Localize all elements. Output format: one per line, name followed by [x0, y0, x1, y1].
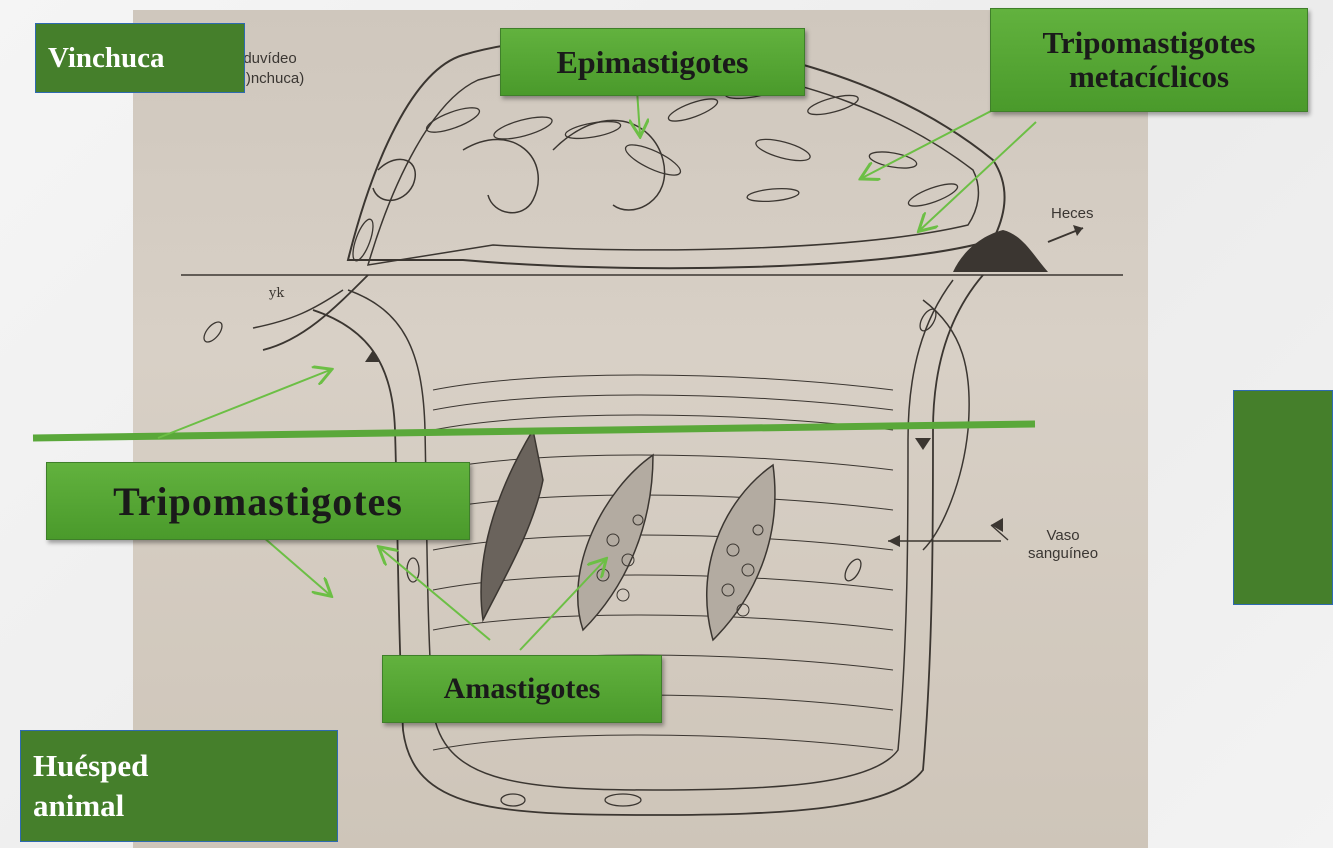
vaso-sanguineo-text: Vaso sanguíneo [1028, 527, 1098, 563]
huesped-line2: animal [33, 786, 124, 826]
epimastigotes-label-text: Epimastigotes [557, 44, 749, 81]
tripomastigotes-label-text: Tripomastigotes [113, 478, 403, 525]
svg-text:yk: yk [268, 286, 284, 301]
tripo-metaciclicos-line2: metacíclicos [1069, 60, 1229, 94]
epimastigotes-label: Epimastigotes [500, 28, 805, 96]
vaso-line2: sanguíneo [1028, 545, 1098, 563]
amastigotes-label: Amastigotes [382, 655, 662, 723]
vinchuca-label: Vinchuca [35, 23, 245, 93]
right-green-box [1233, 390, 1333, 605]
vaso-line1: Vaso [1028, 527, 1098, 545]
huesped-line1: Huésped [33, 746, 148, 786]
huesped-animal-label: Huésped animal [20, 730, 338, 842]
vinchuca-label-text: Vinchuca [48, 42, 165, 75]
tripo-metaciclicos-line1: Tripomastigotes [1043, 26, 1256, 60]
amastigotes-label-text: Amastigotes [444, 672, 601, 706]
tripomastigotes-metaciclicos-label: Tripomastigotes metacíclicos [990, 8, 1308, 112]
heces-text: Heces [1051, 205, 1094, 223]
tripomastigotes-label: Tripomastigotes [46, 462, 470, 540]
